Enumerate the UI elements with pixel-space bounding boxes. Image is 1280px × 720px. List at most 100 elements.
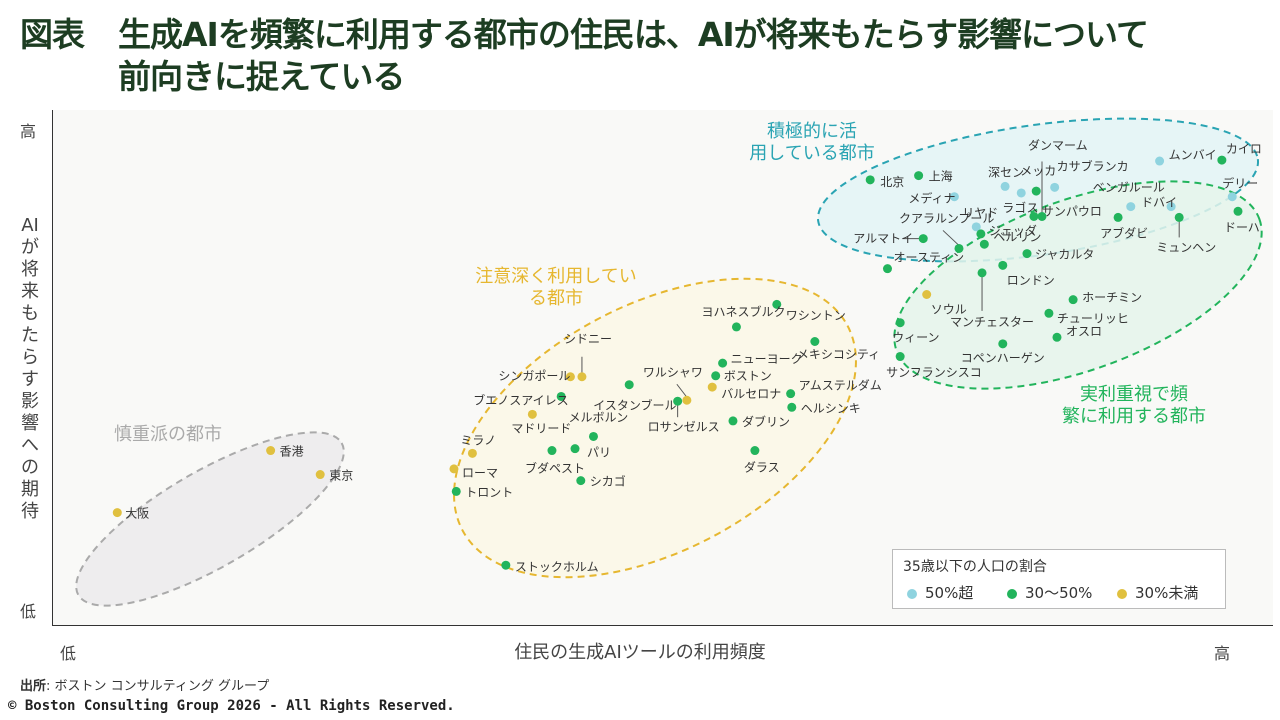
- point-36: [918, 234, 928, 244]
- point-20: [718, 358, 728, 368]
- point-26: [786, 389, 796, 399]
- point-label-3: ストックホルム: [515, 560, 599, 574]
- point-55: [1155, 156, 1165, 166]
- legend-item-over-50: 50%超: [907, 582, 973, 603]
- point-label-18: ヨハネスブルク: [701, 304, 785, 319]
- point-14: [588, 431, 598, 441]
- point-label-28: オースティン: [893, 251, 964, 265]
- point-51: [1044, 308, 1054, 318]
- point-35: [954, 243, 964, 253]
- point-label-50: ホーチミン: [1082, 291, 1142, 305]
- point-label-17: ロサンゼルス: [648, 420, 720, 434]
- point-2: [315, 470, 325, 480]
- point-label-7: マドリード: [511, 421, 571, 435]
- point-label-14: メルボルン: [568, 410, 628, 424]
- point-15: [624, 380, 634, 390]
- point-17: [673, 396, 683, 406]
- y-tick-low: 低: [20, 602, 37, 621]
- point-label-30: ウィーン: [892, 331, 939, 345]
- point-label-26: アムステルダム: [799, 378, 882, 393]
- point-label-40: マンチェスター: [950, 315, 1034, 329]
- y-axis-label: AIが将来もたらす影響への期待: [21, 215, 39, 522]
- point-28: [882, 264, 892, 274]
- point-33: [914, 171, 924, 181]
- group-label-1: 注意深く利用している都市: [475, 266, 636, 309]
- y-axis-line: [52, 110, 53, 625]
- y-tick-high: 高: [20, 122, 37, 141]
- point-label-56: ドバイ: [1141, 196, 1177, 210]
- point-7: [527, 409, 537, 419]
- point-label-31: サンフランシスコ: [886, 366, 982, 380]
- point-42: [998, 339, 1008, 349]
- point-label-59: デリー: [1222, 176, 1258, 191]
- legend-dot-icon: [1117, 588, 1127, 599]
- legend: 35歳以下の人口の割合 50%超 30～50% 30%未満: [892, 549, 1226, 609]
- point-50: [1068, 295, 1078, 305]
- group-label-3: 実利重視で頻繁に利用する都市: [1062, 384, 1206, 427]
- point-25: [810, 337, 820, 346]
- point-label-51: チューリッヒ: [1057, 311, 1129, 325]
- point-41: [998, 260, 1008, 270]
- point-18: [731, 322, 741, 332]
- point-label-24: ダラス: [744, 460, 780, 475]
- point-8: [556, 391, 566, 401]
- point-53: [1113, 212, 1123, 222]
- point-label-39: ベルリン: [993, 230, 1041, 244]
- group-label-2: 積極的に活用している都市: [749, 121, 874, 164]
- point-43: [1000, 181, 1010, 191]
- point-label-41: ロンドン: [1007, 273, 1055, 287]
- page-title: 図表生成AIを頻繁に利用する都市の住民は、AIが将来もたらす影響について 前向き…: [20, 14, 1149, 98]
- point-label-55: ムンバイ: [1169, 148, 1217, 162]
- point-label-35: クアラルンプール: [899, 211, 994, 225]
- point-label-52: オスロ: [1066, 324, 1102, 338]
- point-label-19: ワシントン: [786, 308, 846, 322]
- point-label-34: メディナ: [908, 191, 955, 206]
- point-39: [979, 239, 989, 249]
- point-3: [501, 560, 511, 570]
- point-label-1: 香港: [280, 445, 304, 459]
- title-line-1: 生成AIを頻繁に利用する都市の住民は、AIが将来もたらす影響について: [118, 15, 1149, 54]
- point-label-15: イスタンブール: [593, 398, 676, 413]
- point-label-47: ダンマーム: [1028, 137, 1088, 152]
- point-label-5: ローマ: [462, 466, 498, 480]
- point-40: [977, 268, 987, 278]
- legend-dot-icon: [907, 588, 917, 599]
- point-label-29: ソウル: [931, 303, 967, 317]
- point-0: [112, 508, 122, 518]
- point-37: [971, 222, 981, 232]
- point-label-54: ベンガルール: [1093, 181, 1165, 195]
- point-38: [976, 229, 986, 239]
- x-axis-label: 住民の生成AIツールの利用頻度: [514, 642, 766, 663]
- point-23: [728, 416, 738, 426]
- point-59: [1227, 192, 1237, 202]
- point-label-36: アルマトイ: [853, 232, 913, 246]
- point-22: [707, 382, 717, 392]
- legend-dot-icon: [1007, 588, 1017, 599]
- point-label-48: サンパウロ: [1042, 204, 1102, 218]
- point-label-44: ラゴス: [1002, 200, 1038, 215]
- point-1: [266, 446, 276, 456]
- point-label-43: 深セン: [988, 165, 1024, 179]
- group-label-0: 慎重派の都市: [114, 424, 222, 445]
- point-29: [922, 290, 932, 299]
- figure-label: 図表: [20, 15, 85, 54]
- point-label-21: ボストン: [724, 369, 772, 383]
- point-label-6: ミラノ: [460, 433, 496, 447]
- point-label-42: コペンハーゲン: [961, 351, 1045, 365]
- point-12: [570, 444, 580, 454]
- point-10: [577, 372, 587, 382]
- legend-item-under-30: 30%未満: [1117, 582, 1198, 603]
- point-label-4: トロント: [465, 485, 513, 499]
- point-48: [1029, 211, 1039, 221]
- legend-item-30-50: 30～50%: [1007, 582, 1092, 603]
- point-label-10: シドニー: [564, 332, 612, 346]
- point-58: [1217, 155, 1227, 165]
- x-tick-low: 低: [60, 644, 77, 663]
- point-30: [895, 318, 905, 328]
- point-label-11: ブダペスト: [525, 461, 585, 476]
- point-44: [1016, 188, 1026, 198]
- point-label-22: バルセロナ: [721, 387, 781, 401]
- point-label-37: リヤド: [962, 206, 998, 220]
- point-45: [1031, 186, 1041, 196]
- group-ellipse-3: [893, 180, 1263, 390]
